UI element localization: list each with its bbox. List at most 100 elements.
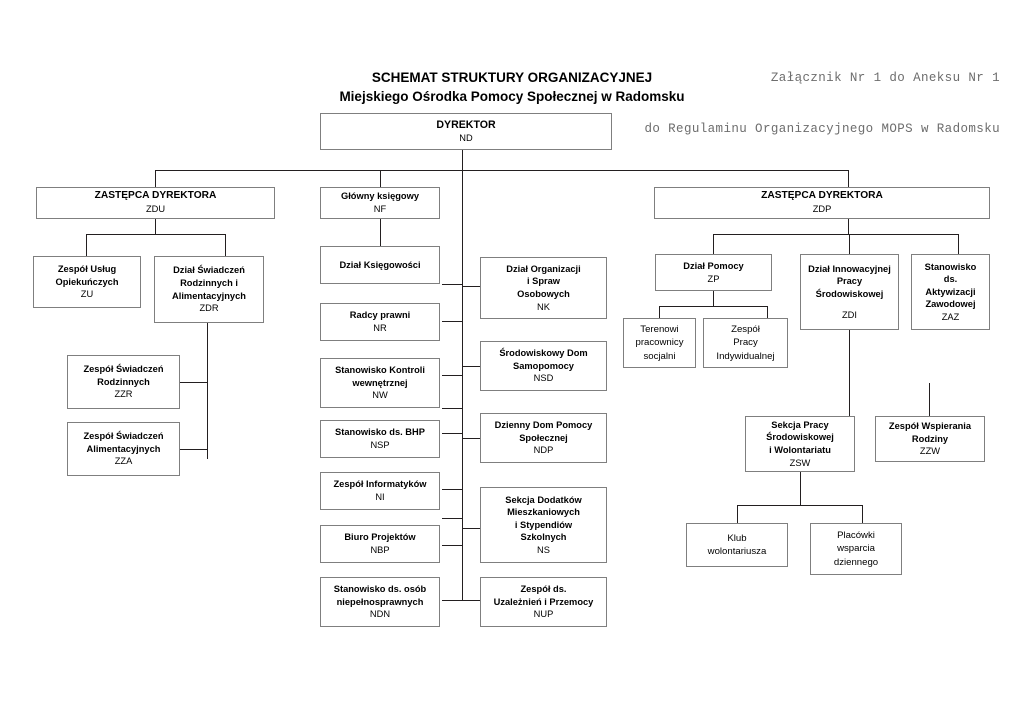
node-dodatki-code: NS bbox=[537, 544, 550, 555]
connector-stub-dodatki bbox=[462, 528, 480, 529]
connector-stub-organizacja bbox=[462, 286, 480, 287]
node-radcy-prawni[interactable]: Radcy prawni NR bbox=[320, 303, 440, 341]
connector-zdi-zsw bbox=[849, 330, 851, 416]
node-glowny-ksiegowy[interactable]: Główny księgowy NF bbox=[320, 187, 440, 219]
node-zdp-name: ZASTĘPCA DYREKTORA bbox=[761, 190, 883, 202]
connector-stub-ddps bbox=[462, 438, 480, 439]
node-dyrektor[interactable]: DYREKTOR ND bbox=[320, 113, 612, 150]
connector-stub-niepelnosprawni bbox=[442, 600, 462, 601]
node-zdp-code: ZDP bbox=[812, 204, 832, 214]
connector-stub-informatycy bbox=[442, 489, 462, 490]
page-title-line2: Miejskiego Ośrodka Pomocy Społecznej w R… bbox=[339, 89, 685, 104]
connector-drop-zu bbox=[86, 234, 88, 256]
node-zza-code: ZZA bbox=[114, 456, 133, 467]
node-projekty-name: Biuro Projektów bbox=[344, 532, 416, 543]
connector-drop-placowki bbox=[862, 505, 864, 523]
connector-drop-terenowi bbox=[659, 306, 661, 318]
node-glowny-name: Główny księgowy bbox=[340, 191, 419, 202]
node-zsw-code: ZSW bbox=[789, 457, 811, 468]
connector-zza-stub bbox=[180, 449, 208, 450]
connector-stub-projekty bbox=[442, 518, 462, 519]
node-bhp-name: Stanowisko ds. BHP bbox=[335, 427, 425, 438]
connector-zsw-bus bbox=[737, 505, 863, 507]
connector-stub-radcy bbox=[442, 284, 462, 285]
node-uzaleznienia-code: NUP bbox=[533, 609, 554, 620]
node-pomoc-name: Dział Pomocy bbox=[683, 260, 744, 271]
node-informatycy-code: NI bbox=[375, 492, 385, 502]
connector-zsw-drop bbox=[800, 472, 802, 506]
connector-stub-kontrola bbox=[442, 375, 462, 376]
connector-drop-zaz bbox=[958, 234, 960, 254]
connector-stub-kontrola-b bbox=[442, 408, 462, 409]
document-reference-line2: do Regulaminu Organizacyjnego MOPS w Rad… bbox=[644, 122, 1000, 136]
node-dzial-pomocy[interactable]: Dział Pomocy ZP bbox=[655, 254, 772, 291]
node-zdi-code: ZDI bbox=[842, 309, 857, 320]
node-zastepca-dyrektora-zdp[interactable]: ZASTĘPCA DYREKTORA ZDP bbox=[654, 187, 990, 219]
connector-zdu-drop bbox=[155, 218, 157, 235]
connector-zzr-stub bbox=[180, 382, 208, 383]
node-zastepca-dyrektora-zdu[interactable]: ZASTĘPCA DYREKTORA ZDU bbox=[36, 187, 275, 219]
page-title: SCHEMAT STRUKTURY ORGANIZACYJNEJ Miejski… bbox=[0, 68, 1024, 106]
connector-zdr-rail bbox=[207, 323, 208, 459]
connector-drop-pomoc bbox=[713, 234, 715, 254]
connector-drop-zdp bbox=[848, 170, 850, 187]
node-zu-code: ZU bbox=[80, 289, 94, 300]
connector-pomoc-bus bbox=[659, 306, 768, 308]
node-bhp-code: NSP bbox=[370, 440, 390, 450]
connector-drop-zdu bbox=[155, 170, 157, 187]
node-biuro-projektow[interactable]: Biuro Projektów NBP bbox=[320, 525, 440, 563]
node-ddps-code: NDP bbox=[533, 445, 554, 456]
node-stanowisko-bhp[interactable]: Stanowisko ds. BHP NSP bbox=[320, 420, 440, 458]
node-projekty-code: NBP bbox=[370, 545, 390, 555]
node-niepelnospr-code: NDN bbox=[369, 609, 391, 620]
connector-zdp-drop bbox=[848, 218, 850, 235]
node-zespol-informatykow[interactable]: Zespół Informatyków NI bbox=[320, 472, 440, 510]
node-pomoc-code: ZP bbox=[707, 273, 720, 284]
node-zdr-code: ZDR bbox=[199, 303, 219, 314]
connector-drop-glowny bbox=[380, 170, 382, 187]
node-glowny-code: NF bbox=[373, 204, 387, 214]
node-radcy-name: Radcy prawni bbox=[349, 310, 411, 321]
node-organizacja-code: NK bbox=[537, 301, 550, 312]
node-dyrektor-name: DYREKTOR bbox=[436, 118, 496, 131]
node-dzial-ksiegowosci[interactable]: Dział Księgowości bbox=[320, 246, 440, 284]
node-zespol-uzaleznien[interactable]: Zespół ds.Uzależnień i Przemocy NUP bbox=[480, 577, 607, 627]
node-kontrola-code: NW bbox=[372, 390, 388, 401]
connector-zdu-bus bbox=[86, 234, 226, 236]
node-radcy-code: NR bbox=[373, 323, 387, 333]
connector-drop-klub bbox=[737, 505, 739, 523]
node-zzr-code: ZZR bbox=[114, 389, 133, 400]
node-uzaleznienia-name: Zespół ds.Uzależnień i Przemocy bbox=[493, 584, 594, 607]
